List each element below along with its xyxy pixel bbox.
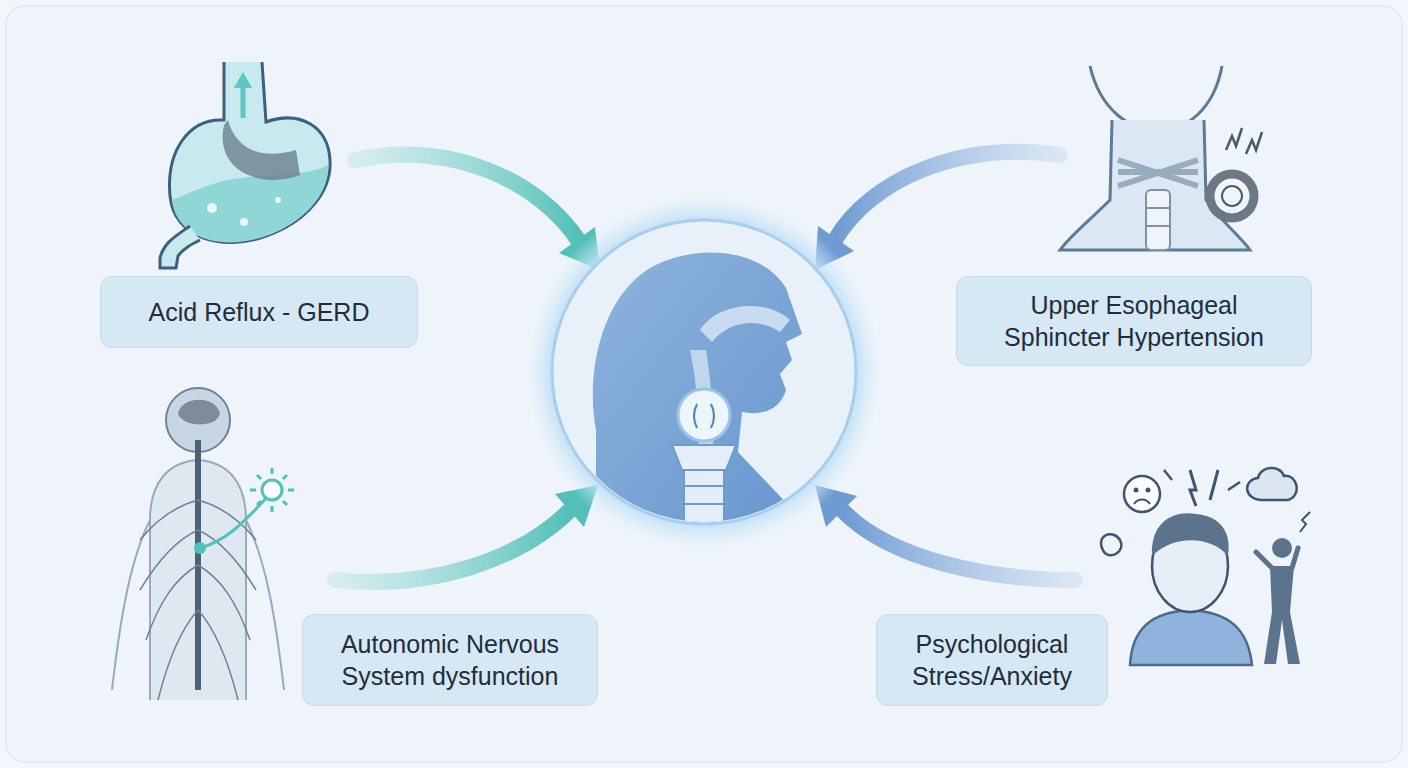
cause-label: Upper Esophageal Sphincter Hypertension xyxy=(984,289,1284,353)
nervous-system-illustration xyxy=(194,542,206,554)
throat-illustration xyxy=(678,389,730,441)
neck-illustration xyxy=(1146,225,1170,227)
neck-illustration xyxy=(1222,186,1242,206)
flow-arrow xyxy=(815,152,1060,270)
stress-illustration xyxy=(1190,470,1196,506)
stress-illustration xyxy=(1256,548,1298,568)
neck-illustration xyxy=(1226,128,1242,150)
throat-illustration xyxy=(526,194,882,550)
nervous-system-illustration xyxy=(250,468,294,512)
throat-illustration xyxy=(684,485,724,487)
stress-illustration xyxy=(1272,538,1292,558)
stomach-illustration xyxy=(275,197,281,203)
neck-illustration xyxy=(1118,160,1198,186)
throat-illustration xyxy=(700,306,790,342)
cause-box: Autonomic Nervous System dysfunction xyxy=(302,614,598,706)
throat-illustration xyxy=(694,404,714,428)
flow-arrow xyxy=(842,510,1075,580)
neck-illustration xyxy=(1210,174,1254,218)
throat-illustration xyxy=(672,445,736,470)
nervous-system-illustration xyxy=(140,500,256,700)
neck-illustration xyxy=(1246,132,1262,154)
stomach-illustration xyxy=(160,62,330,268)
neck-illustration xyxy=(1060,120,1250,250)
stress-illustration xyxy=(1164,470,1240,490)
flow-arrow xyxy=(835,152,1060,240)
stomach-illustration xyxy=(207,203,217,213)
stress-illustration xyxy=(1124,476,1160,512)
stress-illustration xyxy=(1134,488,1139,493)
cause-label: Autonomic Nervous System dysfunction xyxy=(320,628,580,692)
nervous-system-illustration xyxy=(262,480,282,500)
flow-arrow xyxy=(335,485,598,582)
stomach-illustration xyxy=(160,226,200,268)
stress-illustration xyxy=(1134,500,1150,505)
nervous-system-illustration xyxy=(112,388,294,700)
stress-illustration xyxy=(1247,468,1297,500)
stomach-illustration xyxy=(240,218,248,226)
flow-arrow xyxy=(355,155,580,243)
nervous-system-illustration xyxy=(178,400,220,425)
cause-box: Upper Esophageal Sphincter Hypertension xyxy=(956,276,1312,366)
stress-illustration xyxy=(1146,488,1151,493)
stress-illustration xyxy=(1152,513,1229,556)
flow-arrow xyxy=(355,155,600,270)
background-panel xyxy=(6,6,1402,762)
cause-box: Psychological Stress/Anxiety xyxy=(876,614,1108,706)
throat-illustration xyxy=(684,503,724,505)
cause-label: Psychological Stress/Anxiety xyxy=(892,628,1092,692)
stomach-illustration xyxy=(172,165,328,243)
flow-arrow xyxy=(335,510,570,582)
neck-illustration xyxy=(1060,66,1262,250)
stress-illustration xyxy=(1130,610,1252,665)
cause-box: Acid Reflux - GERD xyxy=(100,276,418,348)
stress-illustration xyxy=(1210,470,1218,500)
background-panel xyxy=(6,6,1402,762)
stress-illustration xyxy=(1264,566,1300,664)
throat-illustration xyxy=(526,194,882,550)
neck-illustration xyxy=(1146,207,1170,209)
stomach-illustration xyxy=(223,120,300,180)
stress-illustration xyxy=(1101,468,1310,665)
cause-label: Acid Reflux - GERD xyxy=(109,296,409,328)
nervous-system-illustration xyxy=(200,492,272,548)
flow-arrow xyxy=(815,485,1075,580)
neck-illustration xyxy=(1146,190,1170,250)
stomach-illustration xyxy=(170,62,331,242)
stomach-illustration xyxy=(234,72,252,88)
stress-illustration xyxy=(1101,534,1121,555)
stress-illustration xyxy=(1300,512,1310,532)
throat-illustration xyxy=(593,253,812,538)
